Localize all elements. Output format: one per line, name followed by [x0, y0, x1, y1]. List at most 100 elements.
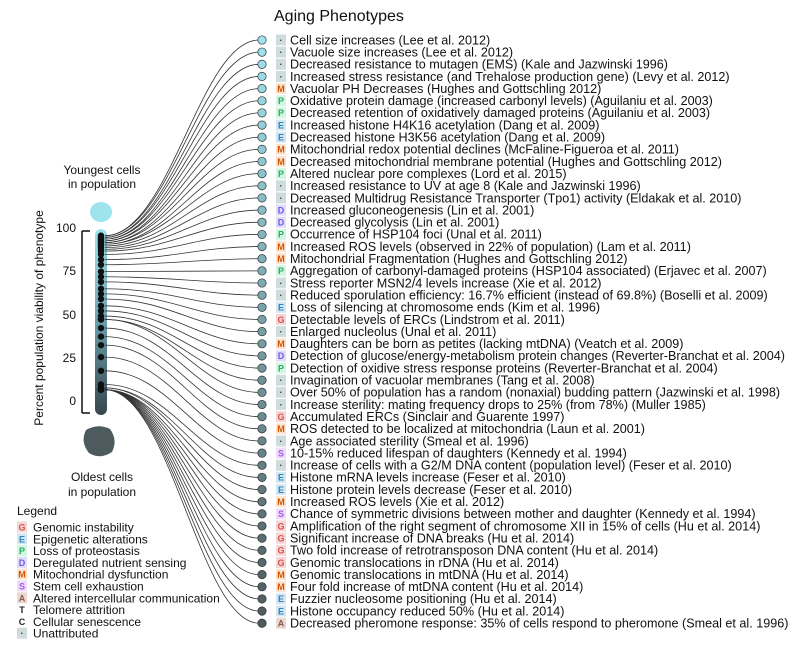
- category-code: G: [277, 546, 284, 556]
- phenotype-text: Increased ROS levels (observed in 22% of…: [290, 240, 691, 254]
- phenotype-text: Increased resistance to UV at age 8 (Kal…: [290, 179, 641, 193]
- category-code: ·: [280, 327, 283, 337]
- phenotype-cell-dot: [257, 594, 267, 604]
- phenotype-text: Detection of glucose/energy-metabolism p…: [290, 349, 785, 363]
- phenotype-text: Increased histone H4K16 acetylation (Dan…: [290, 118, 599, 132]
- phenotype-cell-dot: [257, 278, 267, 288]
- category-badge: [276, 95, 286, 107]
- legend-label: Mitochondrial dysfunction: [33, 568, 168, 582]
- category-badge: [276, 399, 286, 410]
- connector-line: [104, 124, 260, 242]
- connector-line: [104, 389, 260, 539]
- legend-code: D: [19, 558, 26, 568]
- category-badge: [276, 168, 286, 180]
- phenotype-cell-dot: [257, 132, 267, 142]
- category-code: E: [278, 594, 284, 604]
- category-badge: [276, 411, 286, 423]
- category-badge: [276, 447, 286, 459]
- category-badge: [276, 143, 286, 155]
- category-badge: [276, 556, 286, 568]
- category-code: E: [278, 473, 284, 483]
- legend-label: Altered intercellular communication: [33, 591, 220, 605]
- legend-swatch: [17, 592, 27, 604]
- bar-dot: [97, 290, 105, 298]
- phenotype-cell-dot: [257, 96, 267, 106]
- category-badge: [276, 532, 286, 544]
- connector-line: [104, 384, 260, 466]
- category-badge: [276, 107, 286, 119]
- phenotype-cell-dot: [257, 302, 267, 312]
- category-badge: [276, 338, 286, 350]
- category-code: E: [278, 133, 284, 143]
- legend-code: P: [19, 546, 25, 556]
- phenotype-text: ROS detected to be localized at mitochon…: [290, 422, 645, 436]
- bar-dot: [97, 386, 105, 393]
- category-code: D: [278, 351, 285, 361]
- connector-line: [104, 88, 260, 240]
- category-badge: [276, 289, 286, 301]
- category-code: D: [278, 218, 285, 228]
- tick-25: 25: [63, 351, 77, 365]
- connector-line: [104, 246, 260, 261]
- legend-code: T: [19, 605, 25, 615]
- legend-swatch: [17, 521, 27, 533]
- category-badge: [276, 313, 286, 325]
- phenotype-text: Mitochondrial redox potential declines (…: [290, 143, 679, 157]
- phenotype-text: Oxidative protein damage (increased carb…: [290, 94, 713, 108]
- connector-line: [104, 209, 260, 250]
- category-badge: [276, 435, 286, 447]
- category-code: S: [278, 448, 284, 458]
- category-code: P: [278, 169, 284, 179]
- category-badge: [276, 362, 286, 374]
- phenotype-text: Genomic translocations in rDNA (Hu et al…: [290, 556, 559, 570]
- category-badge: [276, 228, 286, 240]
- phenotype-text: Aggregation of carbonyl-damaged proteins…: [290, 264, 767, 278]
- legend-code: C: [19, 617, 26, 627]
- phenotype-cell-dot: [257, 339, 267, 349]
- phenotype-cell-dot: [257, 108, 267, 118]
- phenotype-cell-dot: [257, 460, 267, 470]
- phenotype-cell-dot: [257, 181, 267, 191]
- legend-label: Telomere attrition: [33, 603, 125, 617]
- phenotype-text: Vacuole size increases (Lee et al. 2012): [290, 45, 513, 59]
- category-badge: [276, 180, 286, 192]
- category-code: D: [278, 205, 285, 215]
- bar-dots: [97, 232, 105, 393]
- phenotype-cell-dot: [257, 448, 267, 458]
- connector-line: [104, 370, 260, 454]
- phenotype-cell-dot: [257, 242, 267, 252]
- category-badge: [276, 617, 286, 629]
- phenotype-text: Enlarged nucleolus (Unal et al. 2011): [290, 325, 496, 339]
- phenotype-cell-dot: [257, 533, 267, 543]
- category-code: M: [277, 157, 285, 167]
- phenotype-text: Decreased Multidrug Resistance Transport…: [290, 191, 741, 205]
- phenotype-text: Decreased pheromone response: 35% of cel…: [290, 617, 788, 631]
- phenotype-cell-dot: [257, 557, 267, 567]
- category-code: M: [277, 582, 285, 592]
- category-code: P: [278, 96, 284, 106]
- category-code: E: [278, 606, 284, 616]
- connector-line: [104, 39, 260, 237]
- category-badge: [276, 471, 286, 483]
- legend-label: Unattributed: [33, 627, 98, 641]
- legend-label: Epigenetic alterations: [33, 532, 148, 546]
- connector-line: [104, 298, 260, 332]
- phenotype-text: Occurrence of HSP104 foci (Unal et al. 2…: [290, 228, 542, 242]
- category-badge: [276, 508, 286, 520]
- legend-code: G: [18, 523, 25, 533]
- phenotype-cell-dot: [257, 618, 267, 628]
- legend-swatch: [17, 568, 27, 580]
- youngest-cell-icon: [90, 202, 112, 222]
- category-badge: [276, 192, 286, 204]
- phenotype-text: Decreased histone H3K56 acetylation (Dan…: [290, 131, 605, 145]
- category-code: ·: [280, 290, 283, 300]
- phenotype-text: Detection of oxidive stress response pro…: [290, 361, 718, 375]
- category-code: ·: [280, 193, 283, 203]
- youngest-label-line1: Youngest cells: [64, 163, 141, 177]
- phenotype-cell-dot: [257, 412, 267, 422]
- category-badge: [276, 277, 286, 289]
- category-badge: [276, 216, 286, 228]
- phenotype-text: Reduced sporulation efficiency: 16.7% ef…: [290, 288, 768, 302]
